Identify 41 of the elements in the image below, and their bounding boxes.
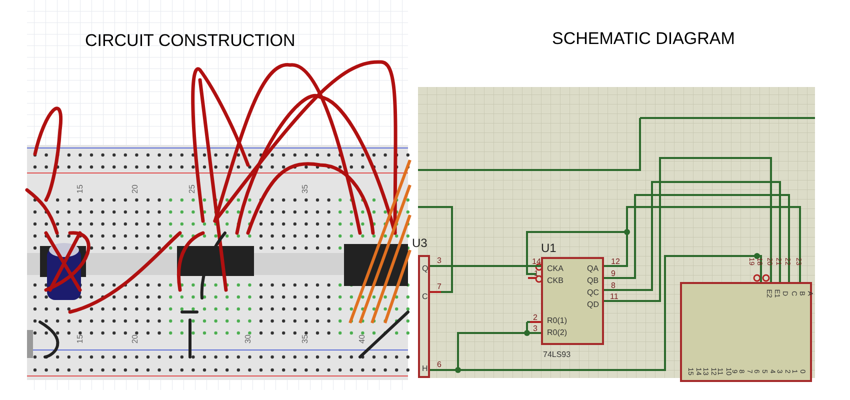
pin-number: 8 xyxy=(611,282,616,290)
pin-number: 3 xyxy=(437,257,442,265)
pin-name: H xyxy=(422,365,428,373)
pin-number: 3 xyxy=(533,325,538,333)
heading: CIRCUIT CONSTRUCTION xyxy=(85,32,296,49)
column-number: 20 xyxy=(131,184,140,194)
pin-number: 7 xyxy=(437,283,442,291)
wire xyxy=(604,157,772,302)
column-number: 15 xyxy=(76,334,84,344)
column-number: 20 xyxy=(131,334,140,344)
column-number: 15 xyxy=(76,184,84,194)
pin-number: 1 xyxy=(534,270,538,278)
pin-name: R0(1) xyxy=(547,317,568,325)
pin-name: QA xyxy=(587,265,599,273)
pin-name: R0(2) xyxy=(547,329,568,337)
pin-number: 11 xyxy=(610,293,618,301)
pin-name: Q xyxy=(422,265,428,273)
pin-name: CKA xyxy=(547,265,564,273)
pin-number: 2 xyxy=(533,314,538,322)
component-reference: U3 xyxy=(412,237,428,249)
pin-number: 6 xyxy=(437,361,442,369)
pin-number: 12 xyxy=(611,258,620,266)
pin-name: QB xyxy=(587,277,599,285)
pin-name: QC xyxy=(587,289,599,297)
pin-name: QD xyxy=(587,301,599,309)
wire xyxy=(604,206,801,282)
pin-number: 14 xyxy=(532,258,541,266)
column-number: 35 xyxy=(301,184,310,194)
component-reference: U1 xyxy=(541,242,556,254)
column-number: 25 xyxy=(188,184,196,194)
wire xyxy=(430,265,541,267)
column-number: 35 xyxy=(301,334,310,344)
column-number: 30 xyxy=(244,334,252,344)
column-number: 40 xyxy=(358,334,366,344)
wire xyxy=(604,181,781,291)
heading: SCHEMATIC DIAGRAM xyxy=(552,30,735,47)
pin-number: 9 xyxy=(611,270,616,278)
part-number: 74LS93 xyxy=(543,351,571,359)
pin-name: CKB xyxy=(547,277,564,285)
pin-name: C xyxy=(422,293,428,301)
wire xyxy=(604,194,790,282)
